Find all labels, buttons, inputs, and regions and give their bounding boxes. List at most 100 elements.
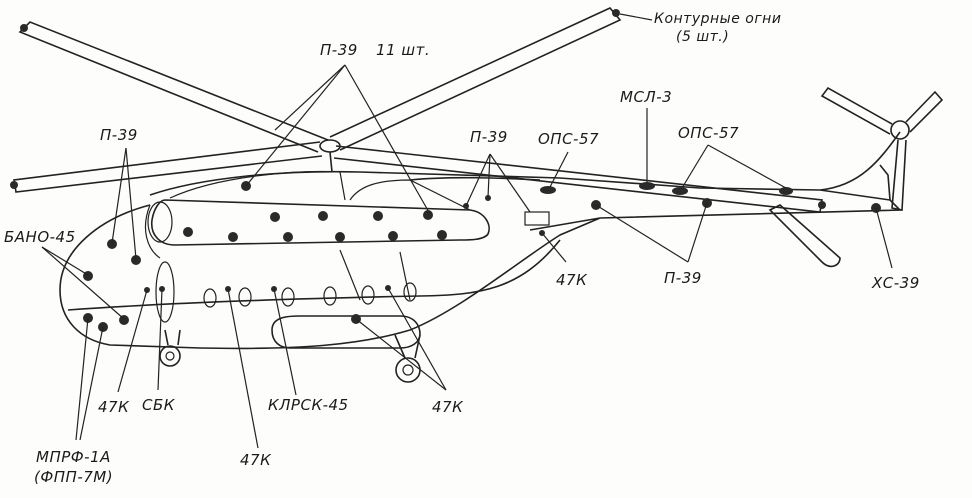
leader-47k-mid — [355, 318, 447, 391]
label-klrsk: КЛРСК-45 — [268, 396, 349, 414]
tail-fin — [879, 164, 891, 201]
window — [281, 287, 295, 307]
leader-ops-left — [549, 151, 569, 188]
blade-tip-light-1 — [20, 24, 28, 32]
light-p39 — [183, 227, 193, 237]
light-p39 — [318, 211, 328, 221]
leader-bano — [41, 246, 125, 320]
main-rotor — [10, 7, 826, 213]
engine-intake — [147, 201, 173, 243]
label-47k-right: 47К — [556, 271, 588, 289]
label-47k-mid: 47К — [432, 398, 464, 416]
leader-p39-right — [687, 202, 708, 263]
door-frame — [339, 249, 411, 301]
light-p39 — [423, 210, 433, 220]
label-bano: БАНО-45 — [4, 228, 76, 246]
label-ops-right: ОПС-57 — [678, 124, 739, 142]
nose-wheel — [159, 345, 181, 367]
leader-p39-11 — [274, 64, 346, 131]
leader-p39-11 — [344, 64, 431, 215]
tail-rotor-hub — [890, 120, 910, 140]
light-p39-boom — [485, 195, 491, 201]
tail-rotor-blade-3 — [891, 139, 907, 211]
leader-p39-11 — [245, 64, 346, 187]
tail-rotor-blade-1 — [820, 86, 893, 135]
window — [238, 287, 252, 307]
label-kontur: Контурные огни — [654, 11, 781, 27]
blade-tip-light-2 — [612, 9, 620, 17]
lights — [83, 181, 881, 332]
label-msl: МСЛ-3 — [620, 88, 672, 106]
label-p39-right: П-39 — [664, 269, 702, 287]
labels: Контурные огни (5 шт.) П-39 11 шт. П-39 … — [4, 11, 920, 486]
antenna-box — [524, 211, 550, 226]
belly-line — [67, 239, 561, 311]
leader-p39-mid — [465, 153, 491, 207]
label-fpp: (ФПП-7М) — [34, 468, 113, 486]
leader-sbk — [157, 288, 163, 391]
leader-p39-nose — [111, 147, 127, 244]
stabilizer — [768, 204, 841, 268]
label-sbk: СБК — [142, 396, 176, 414]
leader-47k-bottom — [227, 288, 259, 449]
leader-47k-mid — [387, 287, 447, 391]
label-p39-mid: П-39 — [470, 128, 508, 146]
light-p39 — [373, 211, 383, 221]
main-gear-strut — [394, 334, 421, 359]
blade-tip-light-3 — [10, 181, 18, 189]
rotor-shaft — [329, 151, 333, 173]
leader-xs39 — [875, 207, 893, 269]
main-wheel — [395, 357, 421, 383]
label-kontur-count: (5 шт.) — [676, 29, 729, 45]
leader-lines — [41, 13, 893, 449]
leader-klrsk — [273, 288, 297, 396]
engine-cowling — [150, 199, 490, 246]
window — [203, 288, 217, 308]
light-p39 — [283, 232, 293, 242]
rotor-blade-upper-left — [18, 21, 329, 153]
label-p39-11-count: 11 шт. — [376, 41, 430, 59]
main-wheel-hub — [402, 364, 414, 376]
light-ops57 — [540, 186, 556, 194]
light-msl3 — [639, 182, 655, 190]
label-p39-left: П-39 — [100, 126, 138, 144]
leader-p39-mid — [489, 153, 531, 213]
light-p39 — [270, 212, 280, 222]
cockpit-door — [155, 261, 175, 323]
leader-kontur — [619, 13, 653, 21]
window — [361, 285, 375, 305]
leader-bano — [41, 246, 89, 276]
fuselage-outline — [59, 131, 902, 350]
label-p39-11: П-39 — [320, 41, 358, 59]
label-xs39: ХС-39 — [871, 274, 920, 292]
blade-tip-light-4 — [818, 201, 826, 209]
light-p39-nose — [131, 255, 141, 265]
light-p39 — [437, 230, 447, 240]
leader-p39-nose — [125, 147, 137, 260]
light-ops57 — [672, 187, 688, 195]
leader-p39-right — [595, 204, 689, 263]
landing-gear — [159, 329, 421, 383]
nose-wheel-hub — [165, 351, 175, 361]
nose-gear-strut — [164, 329, 181, 346]
window — [403, 282, 417, 302]
leader-ops-right — [707, 144, 787, 189]
tail-boom-top — [409, 176, 541, 181]
leader-ops-right — [681, 144, 709, 189]
leader-mprf — [75, 317, 89, 441]
leader-p39-mid — [487, 153, 491, 198]
tail-rotor-blade-2 — [905, 90, 944, 133]
window — [323, 286, 337, 306]
light-p39 — [335, 232, 345, 242]
label-47k-left: 47К — [98, 398, 130, 416]
leader-mprf — [79, 326, 104, 441]
fuel-tank-external — [271, 315, 421, 349]
cowling-top — [169, 171, 346, 201]
label-mprf: МПРФ-1А — [36, 448, 111, 466]
light-p39-nose — [107, 239, 117, 249]
label-47k-bottom: 47К — [240, 451, 272, 469]
fuselage — [59, 86, 944, 350]
cockpit-frame — [145, 204, 161, 259]
